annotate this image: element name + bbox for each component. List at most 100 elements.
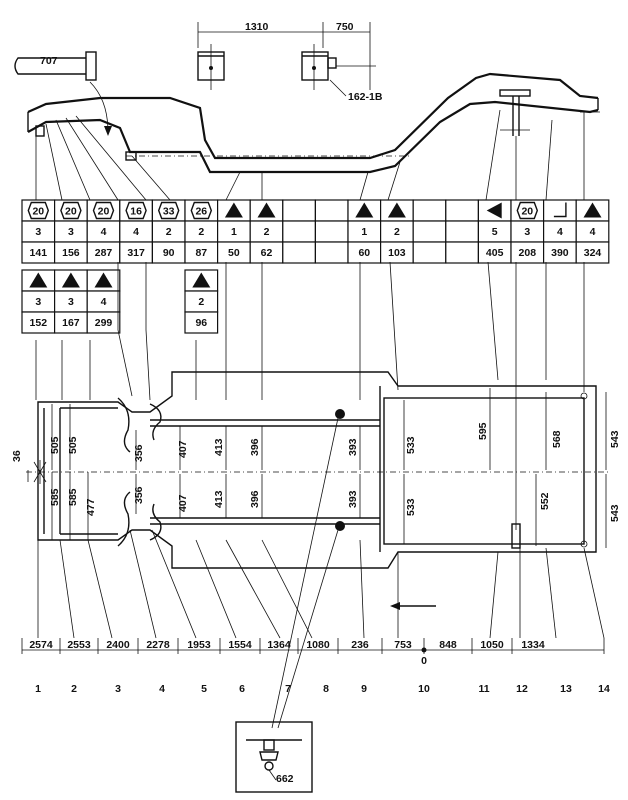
dim-413-a: 413 [213,438,225,456]
dim-552: 552 [539,492,551,510]
table-column [314,199,349,264]
column-count: 2 [198,296,204,308]
column-value: 152 [30,317,48,329]
triangle-icon [29,272,48,288]
dim-533-a: 533 [405,436,417,454]
bottom-dim-value: 2574 [29,639,53,651]
hex-symbol-icon: 20 [516,201,539,220]
dim-356-a: 356 [133,444,145,462]
column-count: 2 [394,226,400,238]
bottom-dim-value: 1334 [521,639,545,651]
column-count: 2 [264,226,270,238]
position-number: 14 [598,683,610,695]
corner-icon [553,202,567,218]
column-count: 4 [101,296,107,308]
symbol-number: 20 [65,206,77,218]
position-number: 9 [361,683,367,695]
position-number: 13 [560,683,572,695]
hex-symbol-icon: 20 [27,201,50,220]
column-value: 324 [584,247,602,259]
bracket-right-icon [301,44,376,90]
column-count: 4 [590,226,596,238]
bottom-dim-value: 2553 [67,639,91,651]
column-count: 1 [361,226,367,238]
column-count: 1 [231,226,237,238]
label-707: 707 [40,55,58,67]
symbol-number: 26 [195,206,207,218]
bottom-dim-value: 1080 [306,639,330,651]
bottom-dim-value: 1050 [480,639,504,651]
column-count: 3 [68,296,74,308]
column-value: 287 [95,247,113,259]
column-value: 299 [95,317,113,329]
symbol-number: 20 [32,206,44,218]
dim-543-a: 543 [609,430,621,448]
triangle-icon [387,202,406,218]
hex-symbol-icon: 16 [125,201,147,220]
leader-lines-bottom [37,529,605,639]
label-662: 662 [276,773,294,785]
position-number: 8 [323,683,329,695]
column-count: 3 [35,296,41,308]
table-column: 2 103 [380,199,414,264]
table-column [282,199,316,264]
column-value: 390 [551,247,569,259]
dim-543-b: 543 [609,504,621,522]
triangle-left-icon [486,202,502,219]
bottom-dim-value: 848 [439,639,457,651]
column-count: 2 [166,226,172,238]
dim-750: 750 [336,21,354,33]
dim-396-b: 396 [249,490,261,508]
dim-585-a: 585 [49,488,61,506]
hex-symbol-icon: 20 [60,201,82,220]
column-count: 4 [101,226,107,238]
dim-505-a: 505 [49,436,61,454]
triangle-icon [583,202,602,218]
bracket-left-icon [197,44,225,90]
triangle-icon [355,202,374,218]
bottom-dim-value: 236 [351,639,369,651]
column-value: 60 [358,247,370,259]
symbol-number: 20 [521,206,533,218]
symbol-number: 20 [98,206,110,218]
dim-533-b: 533 [405,498,417,516]
bottom-dim-value: 2400 [106,639,130,651]
column-count: 4 [133,226,139,238]
top-dimensions: 1310 750 162-1B [197,21,383,103]
dim-393-a: 393 [347,438,359,456]
dim-585-b: 585 [67,488,79,506]
dim-393-b: 393 [347,490,359,508]
table-column: 150 [217,199,251,264]
symbol-number: 16 [130,206,142,218]
position-number: 3 [115,683,121,695]
column-count: 5 [492,226,498,238]
column-value: 90 [163,247,175,259]
column-count: 3 [68,226,74,238]
dim-407-a: 407 [177,440,189,458]
position-number: 1 [35,683,41,695]
bottom-dim-value: 753 [394,639,412,651]
tow-hook-icon: 707 [14,51,112,136]
triangle-icon [94,272,113,288]
table-column: 2 62 [249,199,284,264]
bottom-dim-value: 1364 [267,639,291,651]
zero-label: 0 [421,655,427,667]
column-value: 96 [195,317,207,329]
position-number: 11 [478,683,489,695]
triangle-icon [224,202,243,218]
dim-568: 568 [551,430,563,448]
position-number: 4 [159,683,165,695]
detail-inset: 662 [235,721,313,793]
column-value: 103 [388,247,406,259]
table-column: 4 324 [575,199,610,264]
column-value: 62 [261,247,273,259]
position-number: 2 [71,683,77,695]
